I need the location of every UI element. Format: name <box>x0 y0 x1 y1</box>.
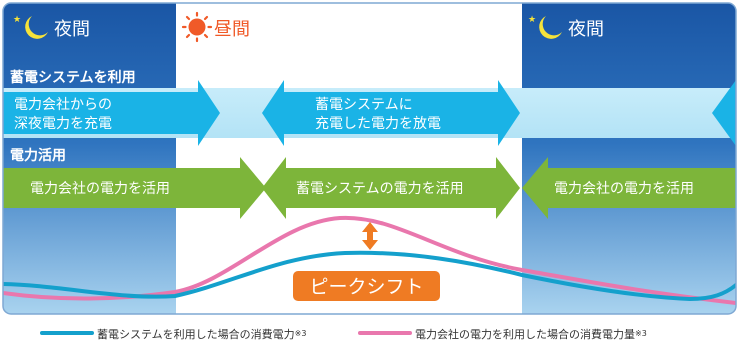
legend-grid-label: 電力会社の電力を利用した場合の消費電力量※3 <box>415 327 647 341</box>
grid-right-text: 電力会社の電力を活用 <box>554 181 694 197</box>
storage-usage-arrow <box>262 157 520 219</box>
svg-text:★: ★ <box>528 15 536 25</box>
storage-section-title: 蓄電システムを利用 <box>10 69 136 86</box>
legend-storage-label: 蓄電システムを利用した場合の消費電力※3 <box>97 327 306 341</box>
night-right-label: 夜間 <box>568 19 604 40</box>
moon-star-icon: ★ <box>528 15 562 39</box>
sun-icon <box>181 11 213 43</box>
night-left-background <box>3 3 176 314</box>
night-left-label: 夜間 <box>54 19 90 40</box>
charge-arrow <box>3 80 220 146</box>
grid-arrow-left <box>3 157 266 219</box>
night-right-background <box>522 3 736 314</box>
charge-arrow-right <box>712 80 736 146</box>
charge-text-line2: 深夜電力を充電 <box>14 116 112 132</box>
grid-section-title: 電力活用 <box>10 147 66 164</box>
peak-shift-double-arrow <box>362 222 378 250</box>
day-background <box>176 3 522 314</box>
discharge-text-line1: 蓄電システムに <box>315 97 413 113</box>
discharge-arrow <box>262 80 520 146</box>
day-label: 昼間 <box>214 19 250 40</box>
peak-shift-badge <box>293 271 440 301</box>
charge-text-line1: 電力会社からの <box>14 97 112 113</box>
diagram-frame <box>2 2 737 315</box>
grid-left-text: 電力会社の電力を活用 <box>30 181 170 197</box>
storage-consumption-curve <box>3 250 736 302</box>
discharge-text-line2: 充電した電力を放電 <box>315 116 441 132</box>
storage-usage-text: 蓄電システムの電力を活用 <box>296 181 464 197</box>
svg-text:★: ★ <box>13 15 21 25</box>
grid-arrow-right <box>522 157 736 219</box>
peak-shift-label: ピークシフト <box>309 276 423 298</box>
moon-star-icon: ★ <box>13 15 48 39</box>
